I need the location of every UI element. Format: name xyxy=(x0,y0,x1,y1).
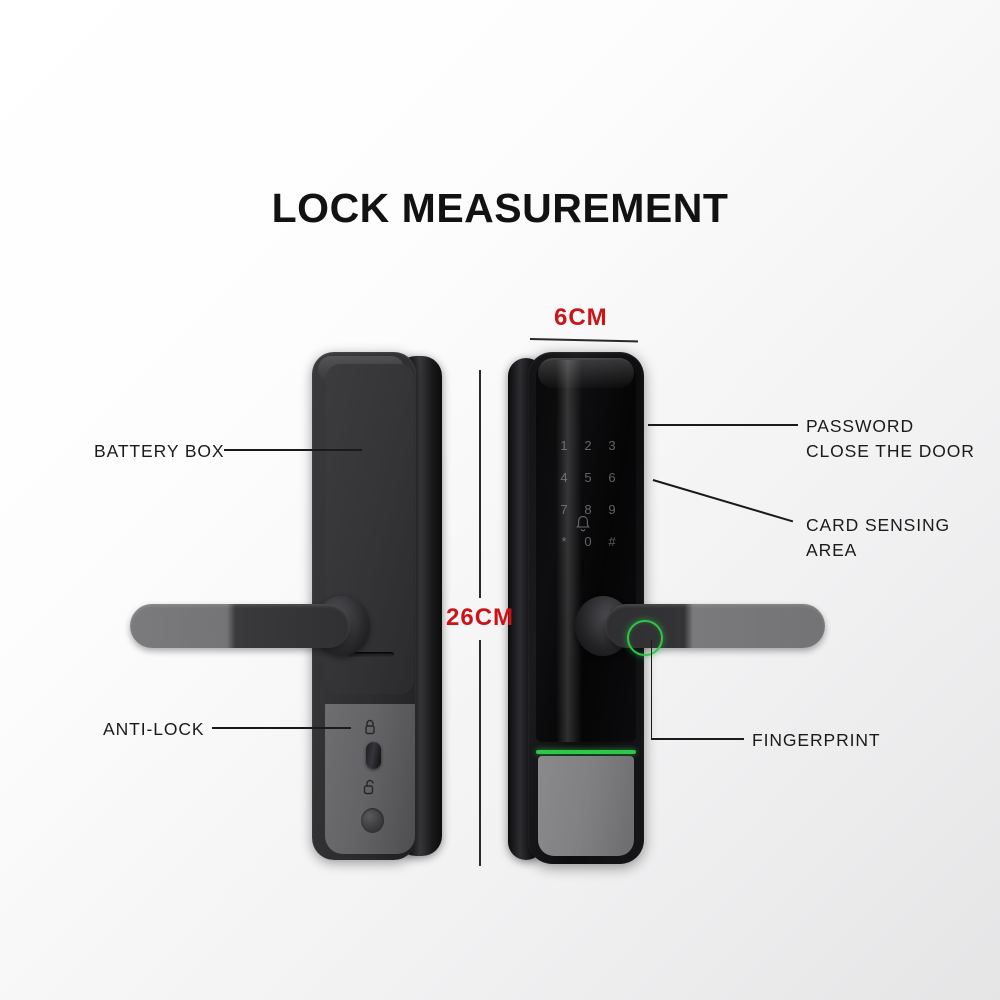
keypad[interactable]: 1 2 3 4 5 6 7 8 9 * 0 # xyxy=(554,438,622,566)
back-unit-face xyxy=(312,352,416,860)
front-lower-panel xyxy=(538,756,634,856)
callout-card-sensing: CARD SENSING AREA xyxy=(806,515,951,560)
leader-line-fingerprint-vertical xyxy=(651,640,654,739)
leader-line-fingerprint-horizontal xyxy=(651,738,744,740)
key-6[interactable]: 6 xyxy=(608,470,616,485)
width-dimension-label: 6CM xyxy=(554,304,608,331)
round-button[interactable] xyxy=(361,808,384,833)
page-title: LOCK MEASUREMENT xyxy=(271,185,729,231)
keypad-row: 4 5 6 xyxy=(554,470,622,485)
keypad-row: 1 2 3 xyxy=(554,438,622,453)
leader-line-anti-lock xyxy=(212,727,351,729)
battery-cover-slot xyxy=(348,652,394,657)
height-dimension-line-upper xyxy=(479,370,481,598)
key-9[interactable]: 9 xyxy=(608,502,616,517)
key-hash[interactable]: # xyxy=(608,534,616,549)
glass-top-highlight xyxy=(538,358,634,388)
handle-lever-left xyxy=(130,604,350,648)
key-7[interactable]: 7 xyxy=(560,502,568,517)
key-star[interactable]: * xyxy=(561,534,567,549)
key-5[interactable]: 5 xyxy=(584,470,592,485)
front-door-handle[interactable] xyxy=(575,592,825,660)
glass-reflection-band xyxy=(556,360,582,742)
key-4[interactable]: 4 xyxy=(560,470,568,485)
doorbell-icon[interactable] xyxy=(574,514,592,534)
back-lock-unit xyxy=(300,352,442,864)
leader-line-battery-box xyxy=(224,449,362,451)
touch-glass-panel xyxy=(536,360,636,742)
callout-fingerprint: FINGERPRINT xyxy=(752,730,881,750)
padlock-closed-icon xyxy=(365,719,375,735)
key-2[interactable]: 2 xyxy=(584,438,592,453)
keypad-row: * 0 # xyxy=(554,534,622,549)
fingerprint-sensor-ring[interactable] xyxy=(627,620,663,656)
thumbturn-knob[interactable] xyxy=(366,742,381,769)
keypad-row: 7 8 9 xyxy=(554,502,622,517)
key-1[interactable]: 1 xyxy=(560,438,568,453)
width-dimension-line xyxy=(529,338,638,343)
key-3[interactable]: 3 xyxy=(608,438,616,453)
callout-anti-lock: ANTI-LOCK xyxy=(103,719,205,739)
back-door-handle[interactable] xyxy=(130,592,370,660)
handle-lever-right xyxy=(605,604,825,656)
height-dimension-label: 26CM xyxy=(446,604,515,631)
leader-line-password xyxy=(648,424,798,426)
anti-lock-panel xyxy=(325,704,415,854)
leader-line-card-sensing xyxy=(652,479,794,522)
key-0[interactable]: 0 xyxy=(584,534,592,549)
height-dimension-line-lower xyxy=(479,640,481,866)
callout-password: PASSWORD CLOSE THE DOOR xyxy=(806,416,975,461)
key-8[interactable]: 8 xyxy=(584,502,592,517)
status-indicator-line xyxy=(536,750,636,754)
callout-battery-box: BATTERY BOX xyxy=(94,441,225,461)
padlock-open-icon xyxy=(363,779,374,795)
